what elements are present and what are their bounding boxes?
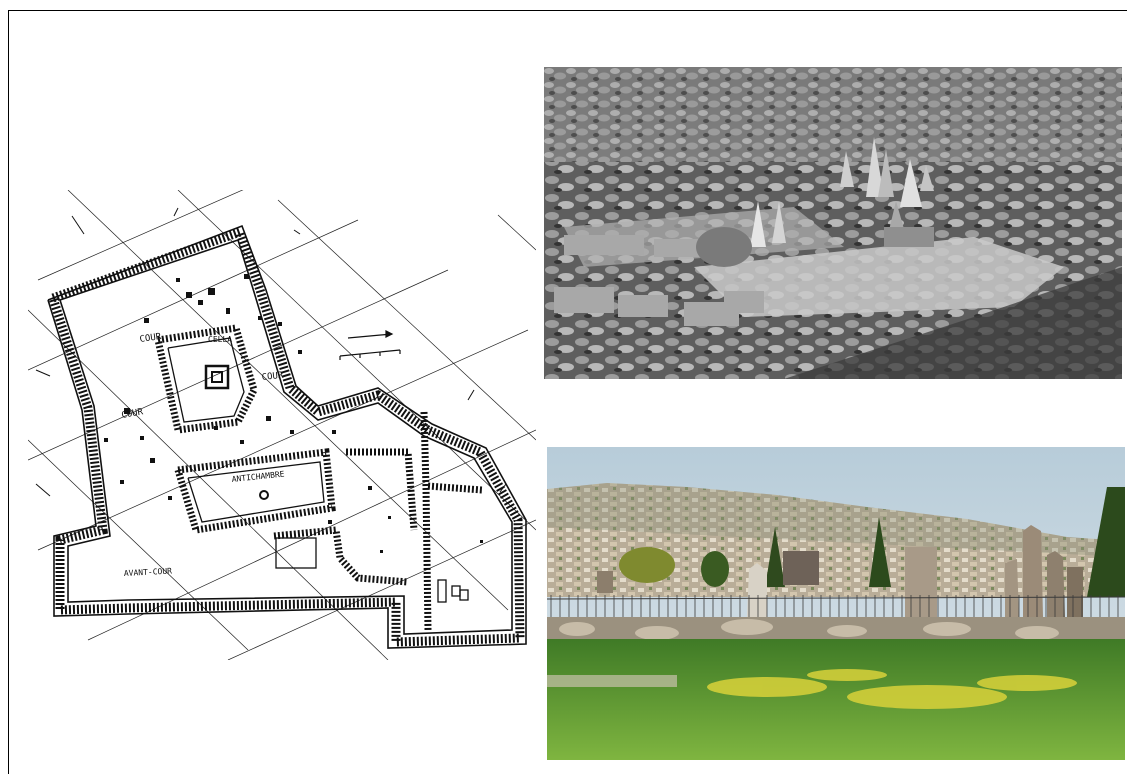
excavation-photo-bw: [544, 67, 1122, 379]
courtyard-walls: [154, 324, 483, 631]
label-avant-cour: AVANT-COUR: [124, 566, 173, 578]
site-plan-drawing: CELLA COUR COUR COUR ANTICHAMBRE AVANT-C…: [28, 190, 536, 660]
obelisks-bw: [750, 137, 934, 247]
stone-blocks-bw: [554, 227, 764, 326]
page-frame: [8, 10, 1127, 774]
courtyard-wall-edges: [167, 337, 469, 603]
label-cour-left: COUR: [121, 407, 145, 421]
cella-shrine: [204, 364, 269, 500]
temple-site-photo-color: [547, 447, 1125, 760]
plan-labels: CELLA COUR COUR COUR ANTICHAMBRE AVANT-C…: [121, 332, 285, 578]
label-cour-top: COUR: [139, 332, 162, 345]
standing-stones: [597, 525, 1083, 619]
rubble-stones: [559, 619, 1059, 640]
obelisk-bases: [104, 274, 483, 553]
outer-wall-edges: [47, 224, 527, 649]
yellow-flowers: [707, 669, 1077, 709]
label-cour-right: COUR: [261, 371, 284, 383]
grid-markers: [35, 207, 507, 497]
cypress-trees: [619, 487, 1125, 597]
scale-bar: [339, 330, 401, 360]
label-cella: CELLA: [208, 335, 232, 344]
outer-walls: [48, 226, 525, 647]
